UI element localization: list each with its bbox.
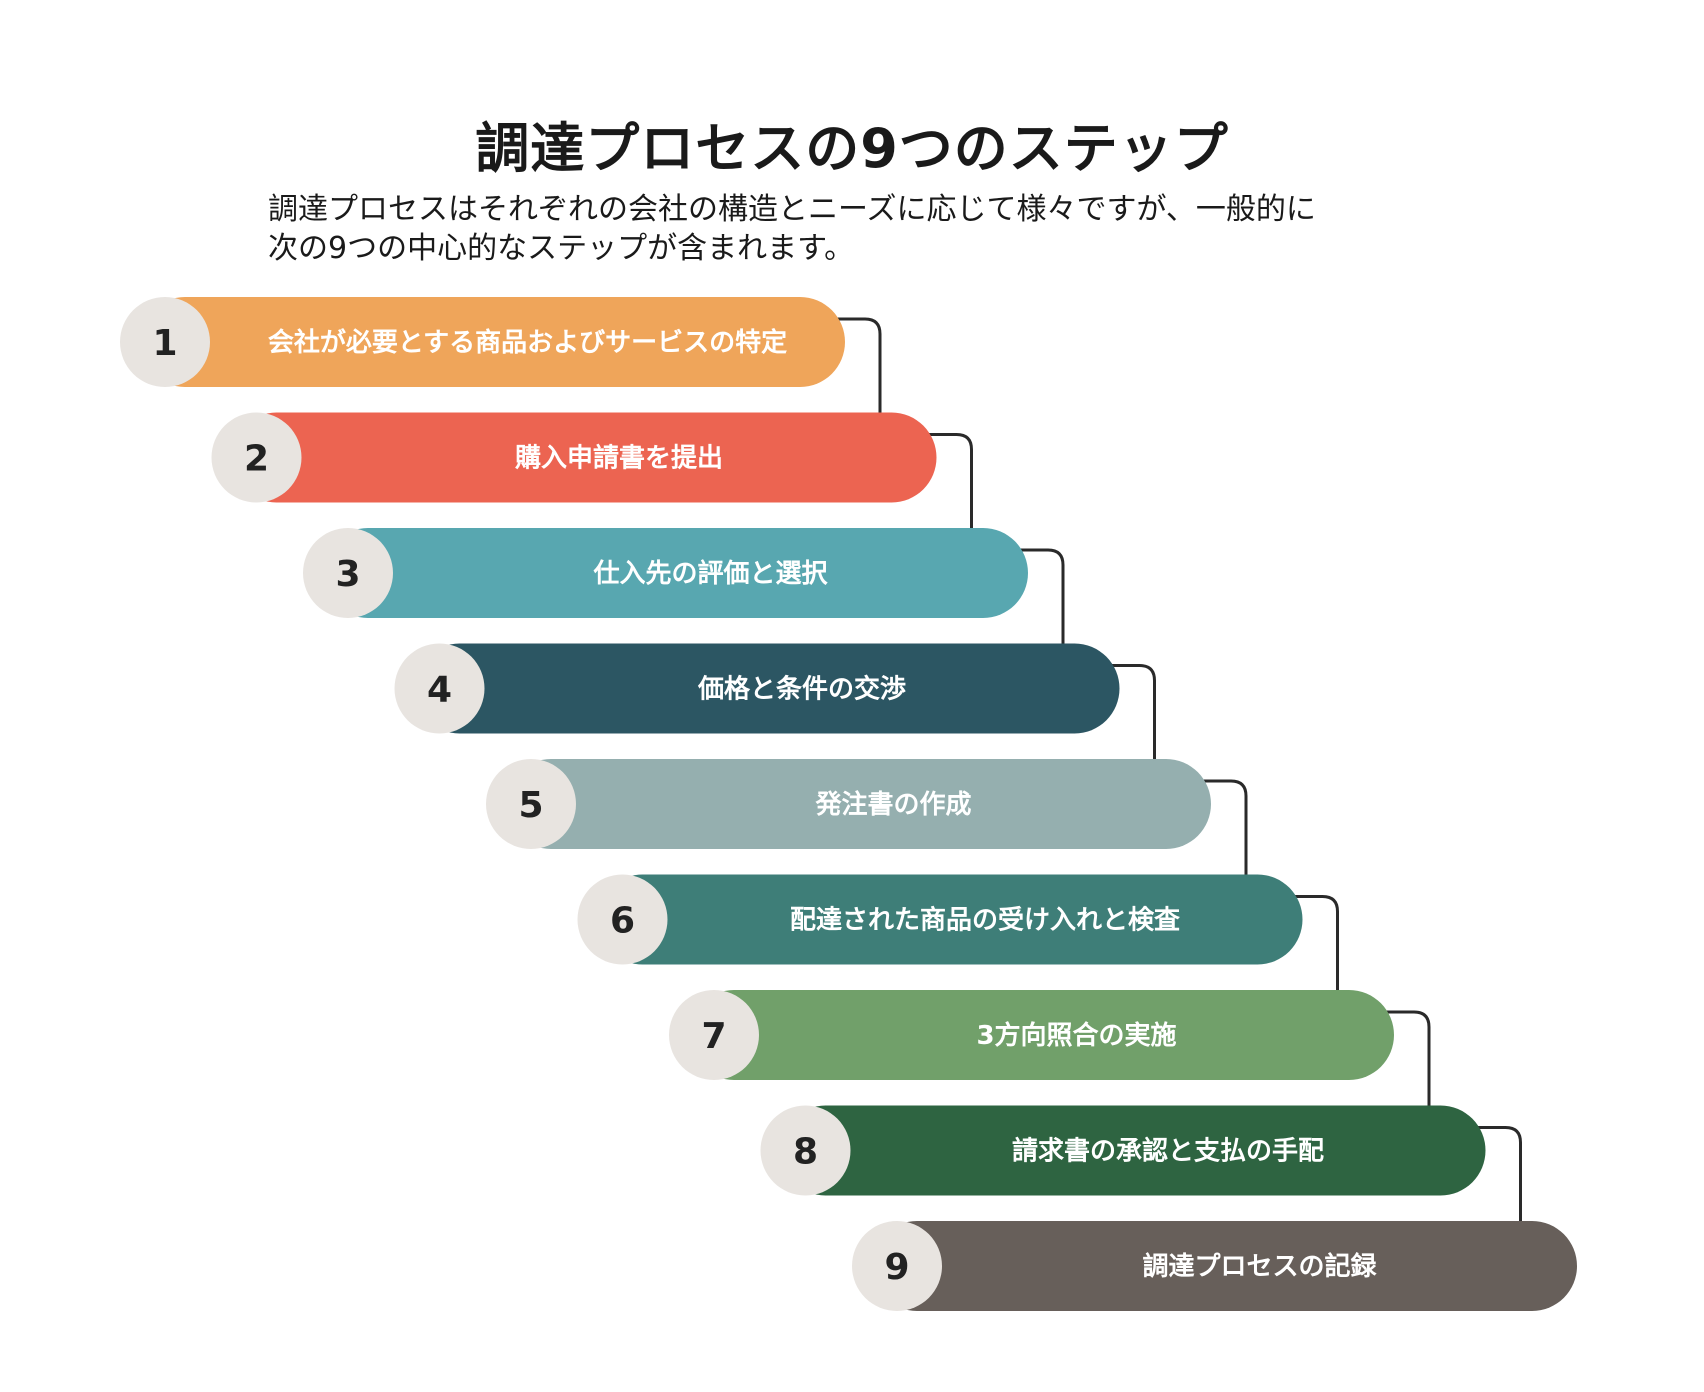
step-label-6: 配達された商品の受け入れと検査 bbox=[790, 905, 1180, 936]
step-1: 1 会社が必要とする商品およびサービスの特定 bbox=[120, 297, 845, 387]
step-number-circle-3 bbox=[303, 528, 393, 618]
step-label-8: 請求書の承認と支払の手配 bbox=[1012, 1136, 1324, 1167]
intro-line-2: 次の9つの中心的なステップが含まれます。 bbox=[268, 231, 855, 266]
step-label-5: 発注書の作成 bbox=[814, 789, 971, 820]
step-connector-7 bbox=[1384, 1010, 1431, 1106]
step-number-8: 8 bbox=[793, 1132, 818, 1173]
step-connector-4 bbox=[1109, 664, 1156, 759]
step-connector-5 bbox=[1201, 779, 1248, 875]
step-connector-2 bbox=[926, 433, 973, 528]
step-number-9: 9 bbox=[884, 1247, 909, 1288]
step-label-1: 会社が必要とする商品およびサービスの特定 bbox=[268, 327, 787, 358]
step-pill-3 bbox=[323, 528, 1028, 618]
step-number-circle-1 bbox=[120, 297, 210, 387]
step-list: 1 会社が必要とする商品およびサービスの特定 2 購入申請書を提出 3 仕入先の評価と選択… bbox=[120, 297, 1577, 1311]
step-pill-1 bbox=[140, 297, 845, 387]
step-connector-1 bbox=[835, 317, 882, 413]
step-connector-3 bbox=[1018, 548, 1065, 644]
step-pill-7 bbox=[689, 990, 1394, 1080]
step-8: 8 請求書の承認と支払の手配 bbox=[760, 1105, 1486, 1196]
step-7: 7 3方向照合の実施 bbox=[669, 990, 1394, 1080]
step-number-4: 4 bbox=[427, 670, 452, 711]
step-number-7: 7 bbox=[701, 1016, 726, 1057]
step-pill-5 bbox=[506, 759, 1211, 849]
step-label-3: 仕入先の評価と選択 bbox=[592, 558, 828, 589]
step-number-6: 6 bbox=[610, 901, 635, 942]
page-title: 調達プロセスの9つのステップ bbox=[475, 117, 1229, 180]
step-4: 4 価格と条件の交渉 bbox=[394, 643, 1120, 734]
step-number-circle-8 bbox=[760, 1105, 851, 1196]
step-label-9: 調達プロセスの記録 bbox=[1142, 1251, 1377, 1282]
step-number-5: 5 bbox=[518, 785, 543, 826]
step-5: 5 発注書の作成 bbox=[486, 759, 1211, 849]
step-number-1: 1 bbox=[152, 323, 177, 364]
step-2: 2 購入申請書を提出 bbox=[211, 412, 937, 503]
intro-line-1: 調達プロセスはそれぞれの会社の構造とニーズに応じて様々ですが、一般的に bbox=[268, 192, 1316, 227]
step-number-3: 3 bbox=[335, 554, 360, 595]
step-9: 9 調達プロセスの記録 bbox=[852, 1221, 1577, 1311]
step-pill-4 bbox=[414, 643, 1120, 734]
step-label-7: 3方向照合の実施 bbox=[976, 1020, 1176, 1051]
intro-text: 調達プロセスはそれぞれの会社の構造とニーズに応じて様々ですが、一般的に 次の9つ… bbox=[268, 190, 1418, 268]
step-number-circle-7 bbox=[669, 990, 759, 1080]
step-3: 3 仕入先の評価と選択 bbox=[303, 528, 1028, 618]
step-number-circle-5 bbox=[486, 759, 576, 849]
step-connector-8 bbox=[1475, 1126, 1522, 1221]
step-pill-2 bbox=[231, 412, 937, 503]
step-number-circle-9 bbox=[852, 1221, 942, 1311]
step-number-circle-2 bbox=[211, 412, 302, 503]
step-pill-8 bbox=[780, 1105, 1486, 1196]
step-number-2: 2 bbox=[244, 439, 269, 480]
step-6: 6 配達された商品の受け入れと検査 bbox=[577, 874, 1303, 965]
step-number-circle-6 bbox=[577, 874, 668, 965]
step-connector-6 bbox=[1292, 895, 1339, 990]
step-pill-6 bbox=[597, 874, 1303, 965]
step-label-2: 購入申請書を提出 bbox=[515, 443, 723, 474]
step-label-4: 価格と条件の交渉 bbox=[697, 674, 906, 705]
step-pill-9 bbox=[872, 1221, 1577, 1311]
step-connectors bbox=[835, 317, 1522, 1221]
step-number-circle-4 bbox=[394, 643, 485, 734]
